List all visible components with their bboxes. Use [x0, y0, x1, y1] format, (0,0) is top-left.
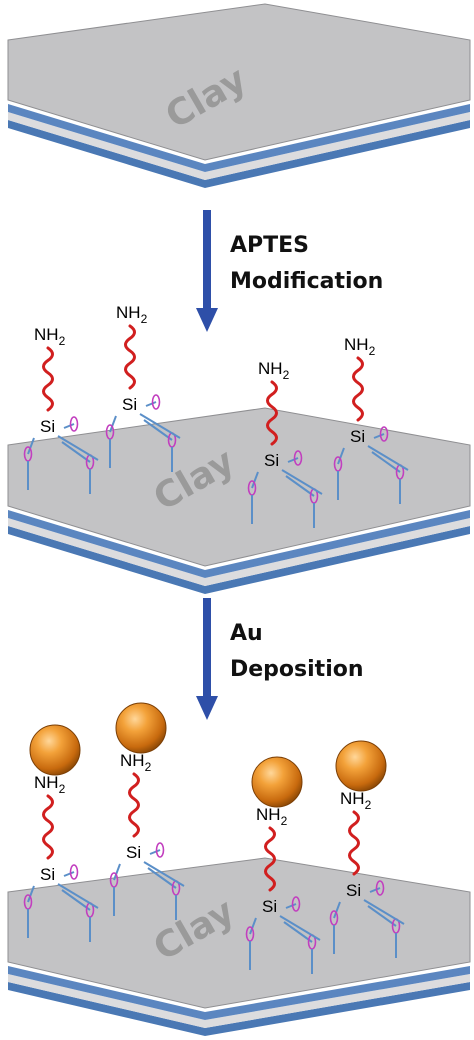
propyl-chain — [264, 826, 276, 892]
gold-nanoparticle — [29, 724, 81, 776]
propyl-chain — [124, 324, 136, 390]
silicon-label: Si — [346, 881, 361, 900]
oxygen-site — [155, 842, 165, 858]
oxygen-site — [379, 426, 389, 442]
step-1-line-2: Modification — [230, 269, 383, 294]
gold-nanoparticle — [251, 756, 303, 808]
clay-slab-1: Clay — [7, 3, 471, 188]
oxygen-site — [69, 864, 79, 880]
oxygen-site — [375, 880, 385, 896]
propyl-chain — [352, 356, 364, 422]
amine-label: NH2 — [120, 751, 152, 774]
silicon-label: Si — [262, 897, 277, 916]
amine-label: NH2 — [258, 359, 290, 382]
oxygen-site — [69, 416, 79, 432]
step-1-line-1: APTES — [230, 233, 309, 258]
gold-nanoparticle — [115, 702, 167, 754]
step-label-2: Au Deposition — [230, 621, 364, 682]
propyl-chain — [128, 772, 140, 838]
arrow-step-2 — [196, 598, 218, 720]
propyl-chain — [348, 810, 360, 876]
amine-label: NH2 — [256, 805, 288, 828]
silicon-label: Si — [40, 865, 55, 884]
propyl-chain — [266, 380, 278, 446]
oxygen-site — [293, 450, 303, 466]
silicon-label: Si — [126, 843, 141, 862]
silicon-label: Si — [40, 417, 55, 436]
gold-nanoparticle — [335, 740, 387, 792]
step-label-1: APTES Modification — [230, 233, 383, 294]
silicon-label: Si — [350, 427, 365, 446]
amine-label: NH2 — [34, 325, 66, 348]
step-2-line-2: Deposition — [230, 657, 364, 682]
silicon-label: Si — [122, 395, 137, 414]
clay-slab-3: Clay — [7, 857, 471, 1036]
arrow-step-1 — [196, 210, 218, 332]
amine-label: NH2 — [116, 303, 148, 326]
oxygen-site — [291, 896, 301, 912]
propyl-chain — [42, 346, 54, 412]
silicon-label: Si — [264, 451, 279, 470]
clay-slab-2: Clay — [7, 407, 471, 594]
oxygen-site — [151, 394, 161, 410]
propyl-chain — [42, 794, 54, 860]
amine-label: NH2 — [340, 789, 372, 812]
amine-label: NH2 — [344, 335, 376, 358]
step-2-line-1: Au — [230, 621, 263, 646]
amine-label: NH2 — [34, 773, 66, 796]
